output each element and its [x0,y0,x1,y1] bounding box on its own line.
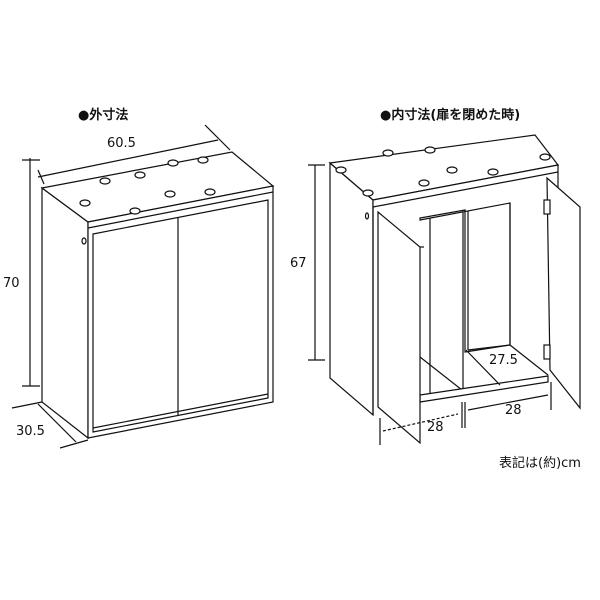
inner-dimensions-title: ●内寸法(扉を閉めた時) [380,108,521,123]
inner-cabinet-drawing [308,134,581,445]
outer-depth-label: 30.5 [16,424,45,439]
inner-depth-label: 27.5 [489,353,518,368]
outer-dimensions-title: ●外寸法 [78,108,129,123]
outer-cabinet-drawing [11,124,275,449]
inner-height-label: 67 [290,256,307,271]
inner-left-width-label: 28 [427,420,444,435]
outer-width-label: 60.5 [107,136,136,151]
outer-height-label: 70 [3,276,20,291]
inner-right-width-label: 28 [505,403,522,418]
units-note: 表記は(約)cm [499,456,581,471]
